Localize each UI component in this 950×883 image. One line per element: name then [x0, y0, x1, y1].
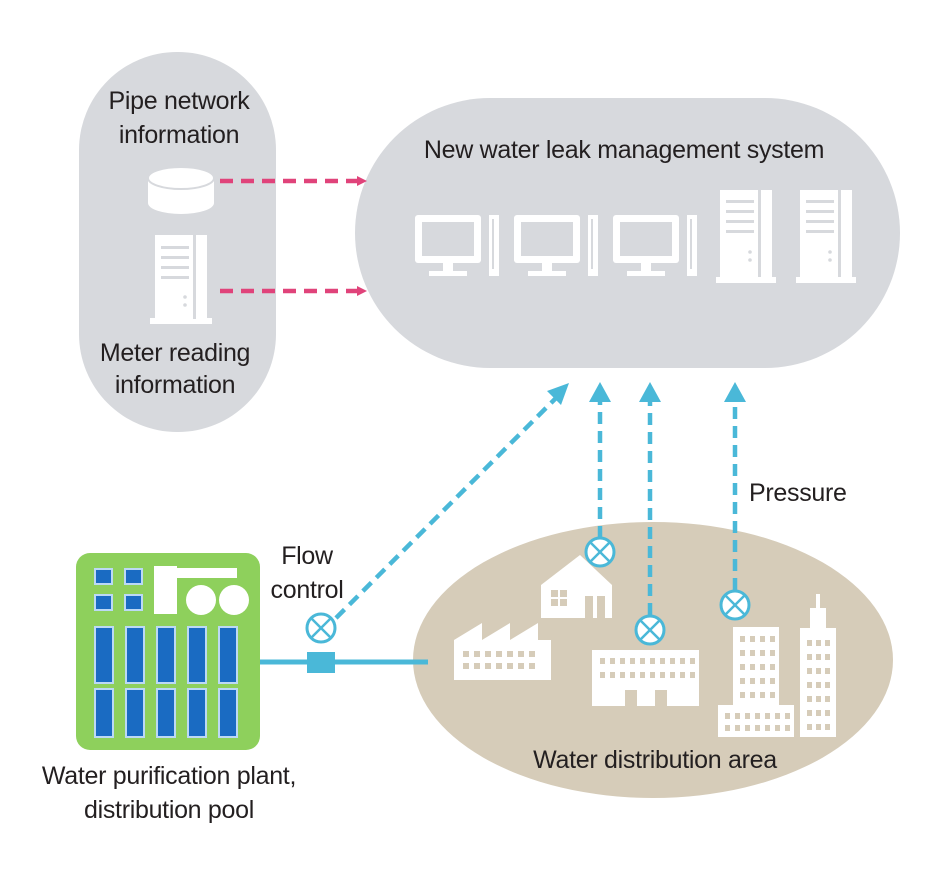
plant-label-1: Water purification plant, [42, 762, 296, 790]
server-icon [716, 190, 776, 283]
valve-icon [634, 614, 666, 646]
monitor-icon [613, 215, 697, 276]
pipe-network-label-1: Pipe network [109, 87, 251, 115]
flow-meter [307, 652, 335, 673]
database-icon [147, 166, 215, 214]
factory-icon [454, 623, 551, 680]
flow-control-arrowhead [547, 383, 569, 405]
monitor-icon [415, 215, 499, 276]
plant-label-2: distribution pool [84, 796, 254, 824]
distribution-area-label: Water distribution area [533, 746, 777, 774]
flow-control-label-1: Flow [281, 542, 334, 570]
house-icon [541, 555, 612, 618]
pressure-label: Pressure [749, 479, 847, 507]
pressure-arrowhead-2 [639, 382, 661, 402]
office-building-icon [592, 650, 699, 706]
skyscraper-icon [800, 594, 836, 737]
pressure-arrowhead-3 [724, 382, 746, 402]
pipe-network-label-2: information [119, 121, 239, 149]
valve-icon [305, 612, 337, 644]
system-title: New water leak management system [424, 136, 824, 164]
monitor-icon [514, 215, 598, 276]
pressure-arrowhead-1 [589, 382, 611, 402]
server-icon [796, 190, 856, 283]
meter-reading-label-2: information [115, 371, 235, 399]
meter-reading-label-1: Meter reading [100, 339, 250, 367]
valve-icon [719, 589, 751, 621]
server-icon [150, 235, 212, 324]
purification-plant-icon [76, 553, 260, 750]
valve-icon [584, 536, 616, 568]
flow-control-arrow [334, 396, 558, 620]
flow-control-label-2: control [271, 576, 344, 604]
skyscraper-icon [718, 627, 794, 737]
